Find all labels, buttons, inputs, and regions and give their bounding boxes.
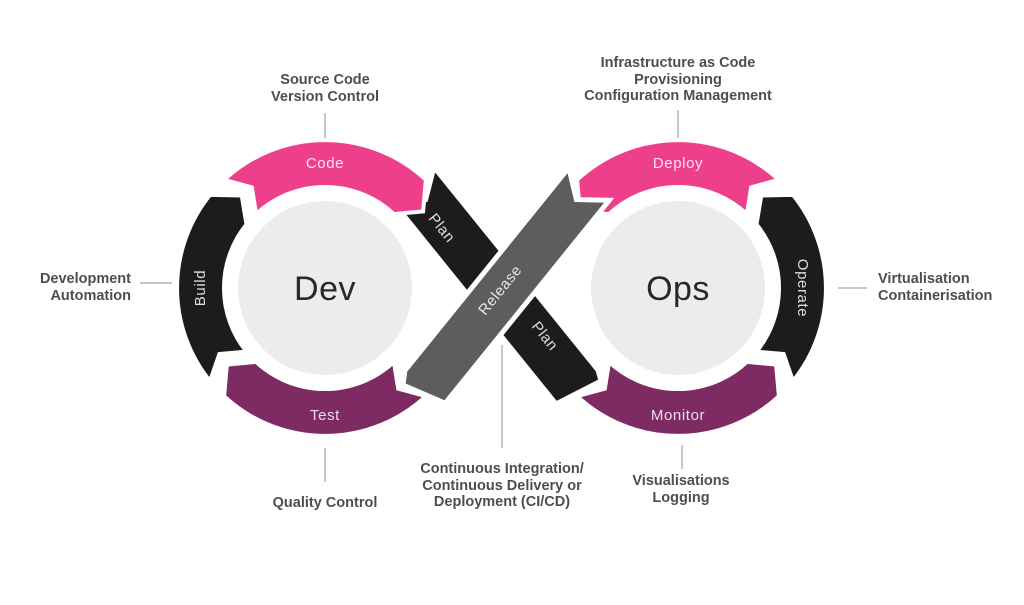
development-note: Development Automation [6, 271, 131, 304]
note-line: Continuous Delivery or [422, 477, 582, 494]
test-arc [222, 357, 430, 438]
deploy-arc [575, 138, 783, 219]
note-line: Continuous Integration/ [420, 461, 584, 477]
build-arc-label: Build [192, 270, 209, 306]
note-line: Provisioning [634, 71, 722, 88]
note-line: Visualisations [632, 473, 730, 489]
dev-center-label: Dev [294, 270, 356, 308]
note-line: Version Control [271, 88, 379, 105]
infrastructure-note: Infrastructure as Code Provisioning Conf… [538, 55, 818, 105]
virtualisation-note: Virtualisation Containerisation [878, 271, 1018, 304]
cicd-note: Continuous Integration/ Continuous Deliv… [382, 461, 622, 511]
operate-arc [752, 192, 828, 386]
monitor-arc-label: Monitor [651, 407, 705, 424]
source-code-note: Source Code Version Control [205, 72, 445, 105]
test-arc-label: Test [310, 407, 340, 424]
note-line: Automation [50, 287, 131, 304]
ops-center-label: Ops [646, 270, 710, 308]
note-line: Configuration Management [584, 88, 772, 104]
note-line: Source Code [280, 72, 370, 88]
note-line: Logging [652, 489, 710, 506]
quality-note: Quality Control [225, 495, 425, 512]
dev-circle [238, 201, 412, 375]
code-arc-label: Code [306, 155, 344, 172]
note-line: Containerisation [878, 287, 993, 304]
release-band [400, 162, 615, 407]
note-line: Infrastructure as Code [600, 55, 756, 71]
note-line: Virtualisation [878, 271, 970, 287]
deploy-arc-label: Deploy [653, 155, 703, 172]
note-line: Quality Control [272, 495, 378, 511]
code-arc [220, 138, 428, 219]
build-arc [175, 192, 251, 386]
note-line: Development [39, 271, 131, 287]
monitor-arc [573, 357, 781, 438]
visualisations-note: Visualisations Logging [581, 473, 781, 506]
ops-circle [591, 201, 765, 375]
operate-arc-label: Operate [794, 259, 811, 317]
note-line: Deployment (CI/CD) [433, 494, 571, 510]
